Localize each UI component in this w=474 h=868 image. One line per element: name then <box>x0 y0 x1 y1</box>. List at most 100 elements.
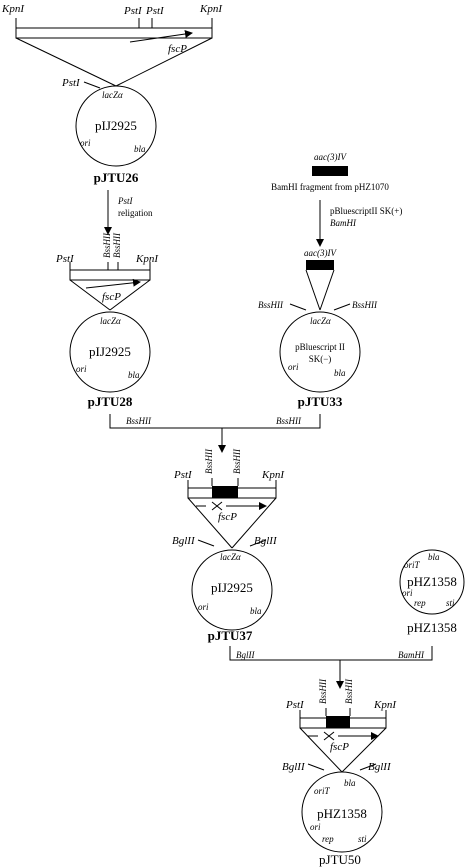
fscp-label: fscP <box>330 741 349 753</box>
bgl-label-left: BglII <box>282 761 306 773</box>
bgl-label-right: BglII <box>368 761 392 773</box>
join2-bracket <box>229 646 433 661</box>
orit-label: oriT <box>314 786 331 796</box>
ori-label: ori <box>76 364 87 374</box>
step1-line1: PstI <box>117 196 134 206</box>
pst-label-a: PstI <box>123 5 143 17</box>
bss-label-a: BssHII <box>318 678 328 704</box>
bgl-tick-left <box>197 539 215 547</box>
cassette-block <box>306 260 334 270</box>
plasmid-circle <box>191 549 273 631</box>
join2-right-label: BamHI <box>398 650 425 660</box>
funnel-right <box>109 279 151 311</box>
plasmid-circle <box>301 771 383 853</box>
ori-label: ori <box>198 602 209 612</box>
plasmid-name-line2: SK(−) <box>309 354 332 364</box>
pst-label: PstI <box>285 699 305 711</box>
pst-site-tick <box>83 81 101 89</box>
bla-label: bla <box>334 368 346 378</box>
funnel-right <box>319 269 335 311</box>
cassette-aac3iv: aac(3)IV BamHI fragment from pHZ1070 pBl… <box>271 152 402 247</box>
join1-left-label: BssHII <box>126 416 152 426</box>
plasmid-name: pIJ2925 <box>95 118 137 133</box>
lacz-label: lacZα <box>220 552 241 562</box>
funnel-left <box>15 37 117 87</box>
insert-bar <box>15 27 213 39</box>
plasmid-name-line1: pBluescript II <box>295 342 345 352</box>
bgl-tick-right <box>249 539 267 547</box>
aac3iv-block <box>212 486 238 498</box>
step1-line2: religation <box>118 208 153 218</box>
kpn-label: KpnI <box>135 253 159 265</box>
fscp-label: fscP <box>102 291 121 303</box>
bgl-label-left: BglII <box>172 535 196 547</box>
pst-label: PstI <box>173 469 193 481</box>
aac3iv-block <box>326 716 350 728</box>
join1-right-label: BssHII <box>276 416 302 426</box>
result-label: pJTU26 <box>94 170 139 185</box>
funnel-left <box>299 727 343 773</box>
kpn-label: KpnI <box>261 469 285 481</box>
construct-pjtu28: PstI BssHII BssHII KpnI fscP lacZα pIJ29… <box>55 232 159 409</box>
result-label: pJTU50 <box>319 852 361 867</box>
result-label: pHZ1358 <box>407 620 457 635</box>
kpn-label-left: KpnI <box>1 3 25 15</box>
bgl-label-right: BglII <box>254 535 278 547</box>
funnel-right <box>231 497 277 549</box>
bss-label-right: BssHII <box>352 300 378 310</box>
bss-tick-right <box>333 303 351 311</box>
cassette-block <box>312 166 348 176</box>
fscp-arrow <box>129 30 193 43</box>
orit-label: oriT <box>404 560 421 570</box>
pst-label-b: PstI <box>145 5 165 17</box>
cross-b <box>323 731 335 741</box>
bss-label-left: BssHII <box>258 300 284 310</box>
ori-label: ori <box>288 362 299 372</box>
plasmid-circle <box>399 549 465 615</box>
ori-label: ori <box>402 588 413 598</box>
sti-label: sti <box>446 598 455 608</box>
cassette-gene-label: aac(3)IV <box>304 248 337 258</box>
funnel-left <box>187 497 233 549</box>
bla-label: bla <box>128 370 140 380</box>
plasmid-name: pIJ2925 <box>89 344 131 359</box>
rep-label: rep <box>322 834 334 844</box>
plasmid-name: pHZ1358 <box>407 574 457 589</box>
funnel-right <box>115 37 213 87</box>
plasmid-circle <box>279 311 361 393</box>
fscp-label: fscP <box>168 43 187 55</box>
bla-label: bla <box>428 552 440 562</box>
funnel-left <box>69 279 111 311</box>
pst-label: PstI <box>55 253 75 265</box>
bgl-tick-right <box>359 763 377 771</box>
lacz-label: lacZα <box>102 90 123 100</box>
bla-label: bla <box>250 606 262 616</box>
result-label: pJTU33 <box>298 394 343 409</box>
funnel-left <box>305 269 321 311</box>
bla-label: bla <box>134 144 146 154</box>
bss-label-b: BssHII <box>344 678 354 704</box>
bla-label: bla <box>344 778 356 788</box>
sti-label: sti <box>358 834 367 844</box>
construct-pjtu50: PstI BssHII BssHII KpnI fscP BglII BglII… <box>282 678 397 867</box>
construct-pjtu33: aac(3)IV BssHII BssHII lacZα pBluescript… <box>258 248 378 409</box>
join2-left-label: BglII <box>236 650 255 660</box>
plasmid-name: pHZ1358 <box>317 806 367 821</box>
join1-bracket <box>109 414 321 429</box>
cassette-description: BamHI fragment from pHZ1070 <box>271 182 389 192</box>
plasmid-circle <box>69 311 151 393</box>
plasmid-circle <box>75 85 157 167</box>
result-label: pJTU37 <box>208 628 253 643</box>
fscp-arrow <box>85 278 141 289</box>
cross-b <box>211 501 223 511</box>
bss-label-b: BssHII <box>232 448 242 474</box>
join-bsshii: BssHII BssHII <box>109 414 321 453</box>
construct-pjtu26: KpnI PstI PstI KpnI fscP PstI lacZα pIJ2… <box>1 3 223 185</box>
pst-site-label: PstI <box>61 77 81 89</box>
funnel-right <box>341 727 387 773</box>
step2-line1: pBluescriptII SK(+) <box>330 206 402 216</box>
kpn-label: KpnI <box>373 699 397 711</box>
bss-tick-left <box>289 303 307 311</box>
bss-label-a: BssHII <box>102 232 112 258</box>
kpn-label-right: KpnI <box>199 3 223 15</box>
